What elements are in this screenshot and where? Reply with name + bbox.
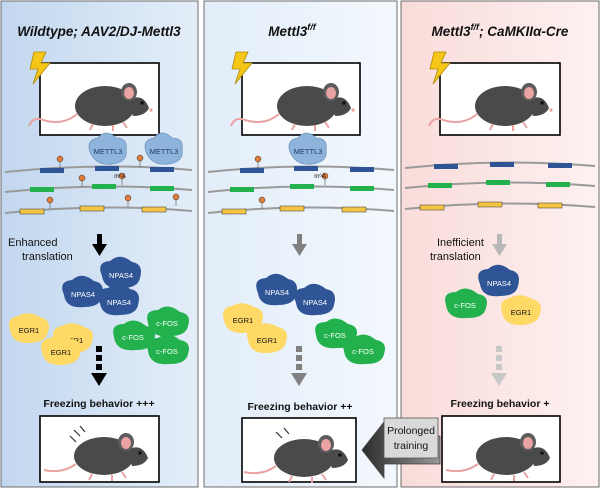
protein-cfos: c-FOS xyxy=(113,320,155,351)
protein-label: EGR1 xyxy=(257,336,277,345)
prolonged-label-line1: Prolonged xyxy=(387,425,435,437)
arrow-down-icon xyxy=(491,346,507,386)
behavior-label: Freezing behavior ++ xyxy=(247,401,352,413)
protein-label: c-FOS xyxy=(454,301,476,310)
m6a-mark-icon xyxy=(46,154,180,209)
m6a-mark-icon xyxy=(254,155,329,209)
protein-label: NPAS4 xyxy=(107,298,131,307)
protein-label: EGR1 xyxy=(19,326,39,335)
protein-label: EGR1 xyxy=(51,348,71,357)
protein-label: c-FOS xyxy=(352,347,374,356)
lightning-bolt-icon xyxy=(29,51,51,85)
protein-cfos: c-FOS xyxy=(445,288,487,319)
tremble-marks xyxy=(69,425,86,443)
protein-label: NPAS4 xyxy=(303,298,327,307)
panel-title: Mettl3f/f; CaMKIIα-Cre xyxy=(432,22,569,39)
protein-npas4: NPAS4 xyxy=(478,264,519,297)
arrow-down-icon xyxy=(92,234,107,256)
behavior-label: Freezing behavior + xyxy=(451,398,550,410)
panel-mettl3-ff: Mettl3f/f xyxy=(203,0,398,488)
protein-egr1: EGR1 xyxy=(41,335,81,366)
protein-egr1: EGR1 xyxy=(501,295,541,326)
arrow-down-icon xyxy=(492,234,507,256)
protein-npas4: NPAS4 xyxy=(100,256,141,289)
translation-label-line1: Enhanced xyxy=(8,237,58,249)
protein-label: NPAS4 xyxy=(265,288,289,297)
mettl3-enzyme: METTL3 m⁶A xyxy=(288,132,327,180)
mettl3-enzyme: METTL3 m⁶A xyxy=(88,132,127,180)
m6a-label: m⁶A xyxy=(114,173,125,180)
translation-label-line2: translation xyxy=(430,251,481,263)
tremble-marks xyxy=(275,427,290,439)
mouse-icon xyxy=(43,433,148,481)
mettl3-enzyme: METTL3 xyxy=(144,132,183,165)
protein-label: NPAS4 xyxy=(71,290,95,299)
mouse-icon xyxy=(230,83,355,131)
panel-mettl3-ff-camkii-cre: Mettl3f/f; CaMKIIα-Cre xyxy=(400,0,600,488)
mouse-icon xyxy=(28,83,153,131)
enzyme-label: METTL3 xyxy=(294,147,323,156)
arrow-down-icon xyxy=(291,346,307,386)
protein-egr1: EGR1 xyxy=(247,323,287,354)
panel-title: Mettl3f/f xyxy=(268,22,317,39)
protein-egr1: EGR1 xyxy=(223,303,263,334)
lightning-bolt-icon xyxy=(429,51,451,85)
protein-npas4: NPAS4 xyxy=(256,273,297,306)
mrna-strand-icon xyxy=(4,165,193,215)
translation-label-line2: translation xyxy=(22,251,73,263)
panel-wildtype: Wildtype; AAV2/DJ-Mettl3 xyxy=(0,0,199,488)
lightning-bolt-icon xyxy=(231,51,253,85)
protein-cfos: c-FOS xyxy=(147,306,189,337)
protein-label: c-FOS xyxy=(156,319,178,328)
translation-label-line1: Inefficient xyxy=(437,237,484,249)
protein-label: c-FOS xyxy=(156,347,178,356)
prolonged-label-line2: training xyxy=(394,440,429,452)
arrow-down-icon xyxy=(292,234,307,256)
protein-npas4: NPAS4 xyxy=(98,283,139,316)
protein-label: c-FOS xyxy=(122,333,144,342)
mouse-icon xyxy=(243,435,348,483)
behavior-label: Freezing behavior +++ xyxy=(43,398,154,410)
protein-cfos: c-FOS xyxy=(343,334,385,365)
enzyme-label: METTL3 xyxy=(150,147,179,156)
mrna-strand-icon xyxy=(404,161,596,211)
mouse-icon xyxy=(428,83,553,131)
protein-egr1: EGR1 xyxy=(9,313,49,344)
mouse-icon xyxy=(445,433,550,481)
prolonged-training-arrow: Prolonged training xyxy=(361,417,441,480)
protein-label: NPAS4 xyxy=(487,279,511,288)
mrna-strand-icon xyxy=(207,165,395,215)
protein-cfos: c-FOS xyxy=(147,334,189,365)
arrow-down-icon xyxy=(91,346,107,386)
enzyme-label: METTL3 xyxy=(94,147,123,156)
protein-npas4: NPAS4 xyxy=(294,283,335,316)
protein-label: NPAS4 xyxy=(109,271,133,280)
protein-label: EGR1 xyxy=(233,316,253,325)
protein-npas4: NPAS4 xyxy=(62,275,103,308)
protein-label: c-FOS xyxy=(324,331,346,340)
panel-title: Wildtype; AAV2/DJ-Mettl3 xyxy=(17,24,181,39)
m6a-label: m⁶A xyxy=(314,173,325,180)
protein-label: EGR1 xyxy=(511,308,531,317)
